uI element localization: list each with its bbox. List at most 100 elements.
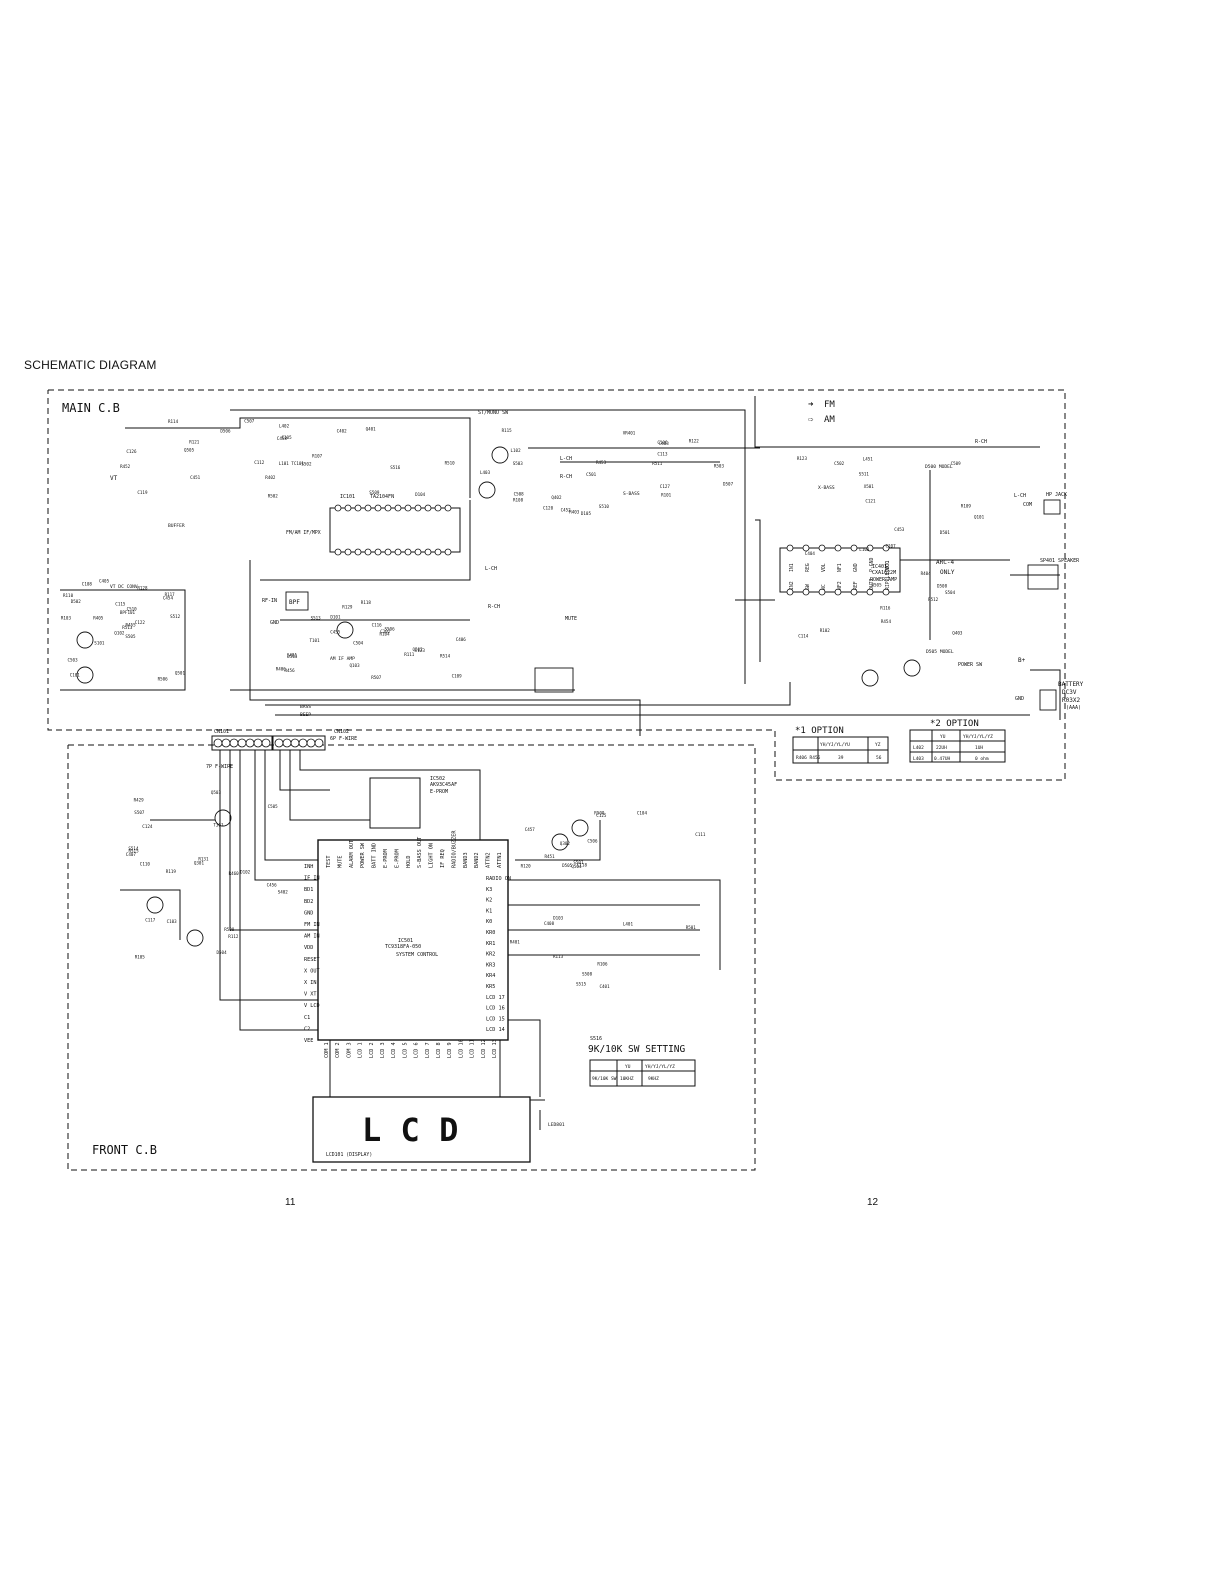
component-ref: R403 bbox=[569, 510, 580, 515]
component-ref: R513 bbox=[122, 625, 133, 630]
q103-symbol bbox=[336, 621, 354, 639]
component-ref: C101 bbox=[70, 673, 81, 678]
b-plus-label: B+ bbox=[1018, 657, 1026, 664]
component-ref: D503 bbox=[287, 654, 298, 659]
component-ref: R118 bbox=[361, 600, 372, 605]
ic501-pin-right: LCD 17 bbox=[486, 995, 505, 1001]
component-ref: R102 bbox=[820, 628, 831, 633]
component-ref: R131 bbox=[198, 857, 209, 862]
component-ref: R507 bbox=[371, 675, 382, 680]
main-board-outline bbox=[47, 389, 1066, 781]
component-ref: S501 bbox=[573, 860, 584, 865]
component-ref: R405 bbox=[93, 616, 104, 621]
svg-text:L403: L403 bbox=[913, 756, 924, 762]
component-ref: R115 bbox=[502, 428, 513, 433]
bpf-label: BPF bbox=[289, 599, 300, 606]
component-ref: D508 bbox=[937, 583, 948, 588]
hp-jack-block bbox=[1043, 499, 1061, 515]
component-ref: Q403 bbox=[952, 630, 963, 635]
ic401-pin-label: P-GND bbox=[869, 557, 875, 572]
component-ref: R104 bbox=[380, 631, 391, 636]
component-ref: Q401 bbox=[366, 427, 377, 432]
ic401-pin-label: NC bbox=[821, 584, 827, 590]
ic401-pin-label: REG bbox=[805, 563, 811, 572]
component-ref: D104 bbox=[415, 492, 426, 497]
component-ref: C510 bbox=[127, 607, 138, 612]
svg-text:9KHZ: 9KHZ bbox=[648, 1076, 659, 1082]
component-ref: R451 bbox=[545, 854, 556, 859]
component-ref: S502 bbox=[301, 461, 312, 466]
component-ref: R111 bbox=[404, 652, 415, 657]
component-ref: C458 bbox=[277, 436, 288, 441]
rch-label: R-CH bbox=[560, 474, 572, 480]
svg-text:➜: ➜ bbox=[808, 400, 814, 410]
ic401-part: CXA1622M bbox=[872, 570, 896, 576]
component-ref: R122 bbox=[689, 438, 700, 443]
component-ref: S516 bbox=[390, 465, 401, 470]
ic501-pin-right: KR5 bbox=[486, 984, 495, 990]
ic501-pin-left: X IN bbox=[304, 980, 317, 986]
vt-label: VT bbox=[110, 475, 118, 482]
ic401-ref: IC401 bbox=[872, 564, 887, 570]
component-ref: C507 bbox=[244, 419, 255, 424]
component-ref: R404 bbox=[921, 571, 932, 576]
q502-symbol bbox=[571, 819, 589, 837]
component-ref: R452 bbox=[120, 464, 131, 469]
component-ref: C108 bbox=[82, 582, 93, 587]
ic501-pin-right: RADIO ON bbox=[486, 876, 511, 882]
component-ref: C127 bbox=[660, 484, 671, 489]
ic501-pin-right: KR4 bbox=[486, 973, 495, 979]
ic502-ref: IC502 bbox=[430, 776, 445, 782]
ic501-pin-bottom: LCD 4 bbox=[391, 1042, 397, 1058]
ic501-pin-right: KR3 bbox=[486, 962, 495, 968]
sw-setting-title: 9K/10K SW SETTING bbox=[588, 1044, 686, 1055]
ic401-pin-label: RIPPLE VCC bbox=[885, 561, 891, 590]
svg-text:22UH: 22UH bbox=[936, 745, 947, 751]
ic101-func: FM/AM IF/MPX bbox=[286, 530, 321, 536]
ic502-part: AK93C45AF bbox=[430, 782, 457, 788]
legend: ➜ FM ⇨ AM bbox=[808, 400, 835, 425]
front-board-outline bbox=[67, 744, 756, 1171]
svg-text:YH/YJ/YL/YU: YH/YJ/YL/YU bbox=[820, 742, 850, 748]
component-ref: Q101 bbox=[974, 515, 985, 520]
ic501-pin-bottom: LCD 13 bbox=[492, 1039, 498, 1058]
lch-label-3: L-CH bbox=[1014, 493, 1026, 499]
component-ref: D105 bbox=[581, 511, 592, 516]
component-ref: R453 bbox=[596, 460, 607, 465]
component-ref: T301 bbox=[213, 823, 224, 828]
component-ref: R106 bbox=[597, 962, 608, 967]
component-ref: S512 bbox=[170, 614, 181, 619]
component-ref: R114 bbox=[168, 419, 179, 424]
component-ref: R117 bbox=[165, 592, 176, 597]
component-ref: S515 bbox=[576, 982, 587, 987]
component-ref: C113 bbox=[657, 451, 668, 456]
component-ref: C118 bbox=[577, 863, 588, 868]
q503-symbol bbox=[551, 833, 569, 851]
component-ref: R429 bbox=[134, 798, 145, 803]
power-sw-label: POWER SW bbox=[958, 662, 983, 668]
ic501-pin-bottom: LCD 7 bbox=[425, 1042, 431, 1058]
component-ref: Q501 bbox=[175, 671, 186, 676]
component-ref: C456 bbox=[267, 883, 278, 888]
component-ref: R503 bbox=[714, 463, 725, 468]
component-ref: D102 bbox=[240, 870, 251, 875]
svg-text:⇨: ⇨ bbox=[808, 415, 814, 425]
ic501-pin-left: RESET bbox=[304, 957, 320, 963]
q302-symbol bbox=[76, 666, 94, 684]
ic501-pin-bottom: COM 1 bbox=[324, 1042, 330, 1058]
ic501-pin-top: HOLD bbox=[406, 856, 412, 869]
component-ref: C403 bbox=[659, 441, 670, 446]
q301-symbol bbox=[76, 631, 94, 649]
component-ref: L403 bbox=[480, 470, 491, 475]
ic401-pin-label: OUT1 bbox=[885, 560, 891, 572]
component-ref: C103 bbox=[167, 919, 178, 924]
beep-label: BEEP bbox=[300, 712, 311, 718]
am-if-amp-label: AM IF AMP bbox=[330, 656, 355, 662]
main-board-label: MAIN C.B bbox=[62, 401, 120, 415]
component-ref: S402 bbox=[278, 890, 289, 895]
component-ref: C111 bbox=[695, 832, 706, 837]
rch-label-2: R-CH bbox=[488, 604, 500, 610]
q401-symbol bbox=[903, 659, 921, 677]
ic501-pin-bottom: LCD 8 bbox=[436, 1042, 442, 1058]
component-ref: Q103 bbox=[350, 663, 361, 668]
